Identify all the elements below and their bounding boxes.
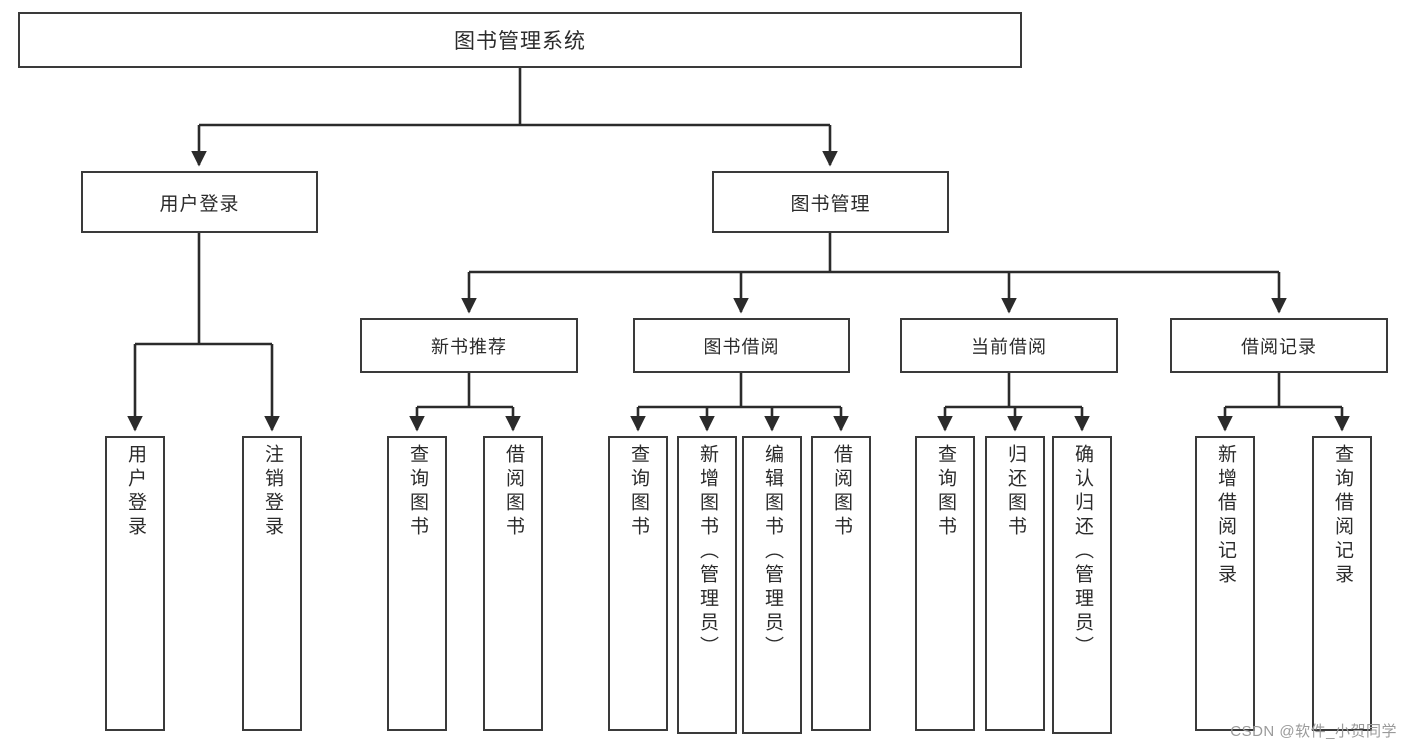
leaf-label: 注销登录 [261, 444, 283, 540]
leaf-current-borrow-return[interactable]: 归还图书 [985, 436, 1045, 731]
leaf-label: 借阅图书 [830, 444, 852, 540]
leaf-label: 用户登录 [124, 444, 146, 540]
node-root-system[interactable]: 图书管理系统 [18, 12, 1022, 68]
leaf-label: 归还图书 [1004, 444, 1026, 540]
csdn-watermark: CSDN @软件_小贺同学 [1230, 723, 1397, 740]
leaf-borrow-record-query[interactable]: 查询借阅记录 [1312, 436, 1372, 731]
leaf-label: 查询图书 [406, 444, 428, 540]
node-book-borrow[interactable]: 图书借阅 [633, 318, 850, 373]
leaf-label: 借阅图书 [502, 444, 524, 540]
node-label: 图书管理系统 [454, 30, 586, 53]
node-label: 当前借阅 [971, 336, 1047, 357]
leaf-user-login-logout[interactable]: 注销登录 [242, 436, 302, 731]
leaf-borrow-record-add[interactable]: 新增借阅记录 [1195, 436, 1255, 731]
leaf-current-borrow-confirm-return[interactable]: 确认归还（管理员） [1052, 436, 1112, 734]
leaf-new-book-query[interactable]: 查询图书 [387, 436, 447, 731]
leaf-book-borrow-add[interactable]: 新增图书（管理员） [677, 436, 737, 734]
node-label: 借阅记录 [1241, 336, 1317, 357]
node-label: 图书管理 [790, 193, 871, 215]
leaf-book-borrow-borrow[interactable]: 借阅图书 [811, 436, 871, 731]
leaf-label: 确认归还（管理员） [1071, 444, 1093, 660]
node-book-management[interactable]: 图书管理 [712, 171, 949, 233]
node-borrow-record[interactable]: 借阅记录 [1170, 318, 1388, 373]
leaf-book-borrow-query[interactable]: 查询图书 [608, 436, 668, 731]
leaf-new-book-borrow[interactable]: 借阅图书 [483, 436, 543, 731]
node-user-login[interactable]: 用户登录 [81, 171, 318, 233]
leaf-user-login-login[interactable]: 用户登录 [105, 436, 165, 731]
node-label: 用户登录 [159, 193, 240, 215]
node-current-borrow[interactable]: 当前借阅 [900, 318, 1118, 373]
leaf-label: 查询图书 [934, 444, 956, 540]
node-label: 新书推荐 [431, 336, 507, 357]
leaf-label: 查询借阅记录 [1331, 444, 1353, 588]
leaf-book-borrow-edit[interactable]: 编辑图书（管理员） [742, 436, 802, 734]
leaf-current-borrow-query[interactable]: 查询图书 [915, 436, 975, 731]
leaf-label: 新增借阅记录 [1214, 444, 1236, 588]
leaf-label: 编辑图书（管理员） [761, 444, 783, 660]
node-new-book-recommend[interactable]: 新书推荐 [360, 318, 578, 373]
leaf-label: 查询图书 [627, 444, 649, 540]
node-label: 图书借阅 [703, 336, 780, 357]
leaf-label: 新增图书（管理员） [696, 444, 718, 660]
